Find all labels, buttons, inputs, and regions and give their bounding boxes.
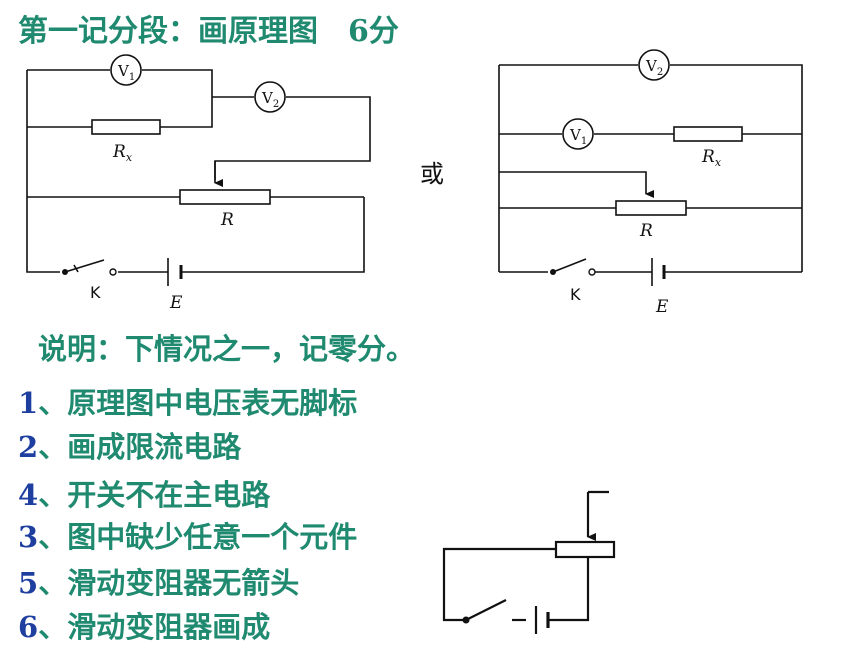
svg-text:E: E	[169, 293, 183, 313]
note-text: 说明：下情况之一，记零分。	[38, 332, 416, 366]
battery-e	[167, 258, 183, 286]
switch-k	[62, 259, 117, 276]
svg-text:V1: V1	[117, 62, 135, 83]
svg-text:K: K	[570, 285, 581, 304]
voltmeter-v2	[254, 81, 286, 113]
svg-text:R: R	[639, 221, 653, 241]
title-text: 第一记分段：画原理图	[18, 14, 318, 49]
resistor-rx	[673, 126, 743, 142]
rule-3: 4、开关不在主电路	[18, 478, 271, 512]
voltmeter-v1	[110, 54, 142, 86]
rheostat-r	[179, 189, 271, 205]
svg-text:V2: V2	[261, 89, 279, 110]
page-title: 第一记分段：画原理图 6分	[18, 6, 399, 50]
circuit-1	[26, 69, 371, 273]
svg-text:Rx: Rx	[112, 142, 133, 164]
voltmeter-v1	[562, 118, 594, 150]
voltmeter-v2	[638, 49, 670, 81]
title-score: 6分	[348, 14, 399, 49]
rule-4: 3、图中缺少任意一个元件	[18, 520, 358, 554]
circuit-2	[498, 64, 803, 273]
circuit-1-components: V1 V2 Rx R K E	[62, 54, 286, 313]
svg-text:V1: V1	[569, 126, 587, 147]
or-label: 或	[420, 160, 444, 188]
circuit-2-components: V2 V1 Rx R K E	[550, 49, 743, 317]
rule-1: 1、原理图中电压表无脚标	[18, 386, 358, 420]
rheostat-r	[615, 200, 687, 216]
rule-2: 2、画成限流电路	[18, 430, 242, 464]
svg-text:K: K	[90, 283, 101, 302]
switch-k	[550, 258, 596, 276]
sketch-switch-pivot	[462, 616, 470, 624]
svg-text:R: R	[220, 210, 234, 230]
svg-text:V2: V2	[645, 57, 663, 78]
resistor-rx	[91, 119, 161, 135]
rule-6: 6、滑动变阻器画成	[18, 610, 271, 644]
battery-e	[651, 258, 666, 286]
incorrect-rheostat-sketch	[442, 490, 616, 634]
svg-text:E: E	[655, 297, 669, 317]
svg-text:Rx: Rx	[701, 147, 722, 169]
rule-5: 5、滑动变阻器无箭头	[18, 566, 300, 600]
